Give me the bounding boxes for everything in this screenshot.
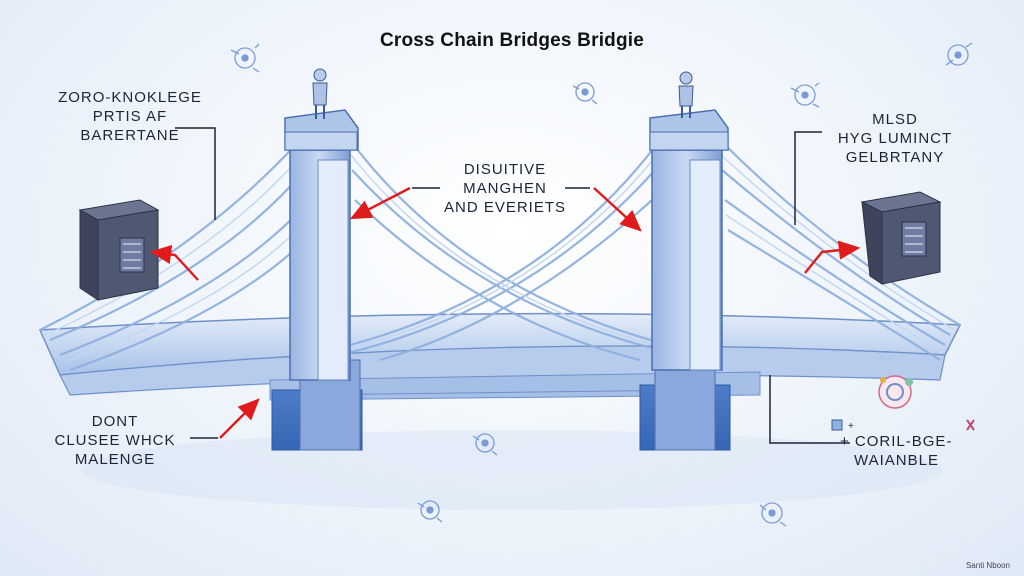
credit-text: Santi Nboon — [965, 561, 1010, 570]
suspension-cables-light — [44, 154, 956, 363]
person-statue-icon — [312, 68, 328, 119]
small-icons: + — [831, 419, 975, 432]
label-line: DONT — [91, 413, 139, 430]
label-line: HYG LUMINCT — [837, 130, 953, 147]
label-bottom-left: DONT CLUSEE WHCK MALENGE — [40, 412, 190, 469]
label-line: GELBRTANY — [845, 149, 945, 166]
right-tower — [639, 71, 731, 451]
label-bottom-right: + CORIL-BGE- WAIANBLE — [840, 432, 1010, 470]
bridge-deck — [38, 312, 962, 401]
label-line: AND EVERIETS — [443, 199, 567, 216]
label-line: + CORIL-BGE- — [840, 433, 953, 450]
leader-lines — [175, 127, 850, 444]
person-statue-icon — [678, 71, 694, 118]
label-line: WAIANBLE — [854, 452, 939, 469]
left-tower — [271, 68, 363, 451]
svg-text:+: + — [848, 421, 854, 432]
suspension-cables — [39, 139, 961, 372]
water-reflection — [82, 430, 942, 510]
label-center: DISUITIVE MANGHEN AND EVERIETS — [430, 160, 580, 217]
diagram-title: Cross Chain Bridges Bridgie — [379, 30, 645, 51]
label-line: MANGHEN — [463, 180, 547, 197]
network-node-icon — [230, 42, 973, 527]
label-line: DISUITIVE — [463, 161, 547, 178]
chart-widget-icon — [878, 375, 913, 409]
server-icon — [78, 199, 160, 301]
label-zero-knowledge: ZORO-KNOKLEGE PRTIS AF BARERTANE — [40, 88, 220, 145]
label-line: MALENGE — [74, 451, 156, 468]
label-line: PRTIS AF — [92, 108, 168, 125]
red-arrows — [149, 186, 861, 439]
label-line: CLUSEE WHCK — [54, 432, 176, 449]
label-top-right: MLSD HYG LUMINCT GELBRTANY — [820, 110, 970, 167]
label-line: BARERTANE — [80, 127, 180, 144]
label-line: ZORO-KNOKLEGE — [58, 89, 202, 106]
label-line: MLSD — [872, 111, 918, 128]
server-icon — [860, 191, 942, 285]
